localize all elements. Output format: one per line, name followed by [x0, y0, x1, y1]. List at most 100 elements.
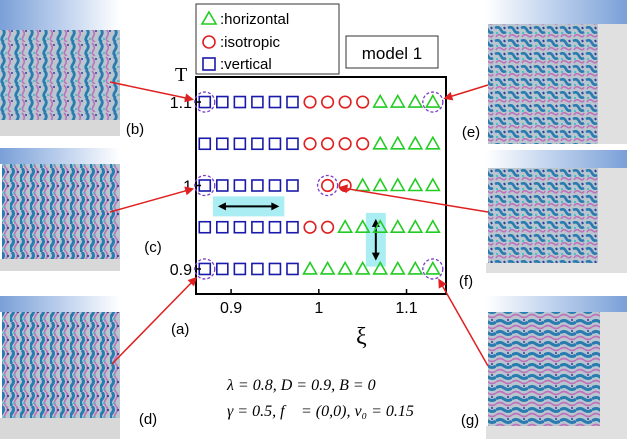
vertical-point: [233, 95, 247, 109]
vertical-point: [233, 262, 247, 276]
connector-arrowhead: [438, 278, 447, 289]
isotropic-point: [338, 95, 352, 109]
horizontal-point: [389, 177, 406, 192]
highlight-ring: [194, 91, 216, 113]
horizontal-point: [407, 177, 424, 192]
horizontal-point: [389, 135, 406, 150]
horizontal-point: [372, 135, 389, 150]
connector-line: [344, 187, 489, 213]
vertical-point: [286, 137, 299, 151]
horizontal-point: [407, 260, 424, 275]
x-axis-label: ξ: [356, 324, 367, 350]
vertical-point: [216, 179, 229, 192]
arrowhead-down: [371, 252, 380, 261]
horizontal-point: [424, 135, 441, 150]
vertical-point: [233, 220, 247, 234]
horizontal-point: [354, 219, 371, 234]
snapshot-c: [0, 148, 120, 271]
vertical-point: [286, 262, 299, 276]
horizontal-point: [372, 260, 389, 275]
chart-marks: [198, 93, 441, 276]
legend-marker-horizontal: [200, 10, 218, 25]
horizontal-point: [407, 219, 424, 234]
horizontal-point: [424, 93, 441, 108]
snapshot-b: [0, 0, 120, 136]
panel-label-a: (a): [171, 321, 189, 338]
legend-marker-isotropic: [202, 35, 216, 49]
arrowhead-right: [271, 202, 280, 211]
model-label-box: [345, 35, 439, 69]
legend-marker-vertical: [202, 57, 216, 71]
isotropic-point: [320, 95, 335, 109]
isotropic-point: [320, 178, 335, 193]
horizontal-point: [354, 260, 371, 275]
vertical-point: [216, 220, 229, 234]
highlight-ring: [316, 174, 339, 197]
vertical-point: [268, 220, 282, 234]
horizontal-point: [372, 219, 389, 234]
vertical-point: [268, 95, 282, 109]
isotropic-point: [303, 137, 317, 151]
horizontal-point: [407, 135, 424, 150]
snapshot-g: [486, 296, 627, 439]
vertical-point: [216, 95, 229, 109]
x-tick-label: 1: [314, 300, 323, 317]
horizontal-point: [389, 219, 406, 234]
horizontal-point: [372, 177, 389, 192]
y-tick-label: 1: [183, 179, 192, 196]
highlight-ring: [194, 258, 216, 280]
horizontal-point: [389, 260, 406, 275]
connector-arrowhead: [184, 93, 195, 103]
horizontal-point: [424, 177, 441, 192]
connector-arrowhead: [187, 276, 198, 287]
highlight-ring: [422, 258, 444, 280]
parameter-line-1: λ = 0.8, D = 0.9, B = 0: [226, 377, 376, 394]
horizontal-point: [337, 260, 353, 275]
legend-label-horizontal: :horizontal: [220, 11, 289, 28]
isotropic-point: [303, 220, 317, 234]
horizontal-point: [319, 260, 336, 275]
horizontal-point: [424, 219, 441, 234]
vertical-point: [286, 179, 299, 192]
connector-arrowhead: [184, 186, 195, 196]
highlight-ring: [194, 174, 216, 197]
snapshot-label-b: (b): [126, 121, 144, 138]
vertical-point: [251, 137, 264, 151]
arrowhead-left: [217, 202, 226, 211]
vertical-point: [251, 95, 264, 109]
isotropic-point: [320, 137, 335, 151]
horizontal-point: [302, 260, 318, 275]
vertical-point: [233, 179, 247, 192]
snapshot-label-e: (e): [462, 124, 480, 141]
vertical-point: [233, 137, 247, 151]
snapshot-label-f: (f): [459, 273, 473, 290]
snapshot-label-d: (d): [139, 411, 157, 428]
horizontal-point: [424, 260, 441, 275]
snapshot-d: [0, 296, 120, 439]
connector-line: [448, 84, 489, 98]
horizontal-point: [389, 93, 406, 108]
connector-line: [109, 189, 189, 213]
vertical-point: [286, 220, 299, 234]
horizontal-point: [337, 219, 353, 234]
vertical-point: [268, 137, 282, 151]
vertical-point: [268, 262, 282, 276]
vertical-point: [251, 179, 264, 192]
horizontal-point: [407, 93, 424, 108]
connector-line: [111, 280, 194, 365]
connector-arrows: [109, 81, 489, 367]
connector-line: [109, 81, 189, 100]
x-tick-label: 1.1: [395, 300, 417, 317]
snapshot-e: [486, 0, 627, 144]
x-tick-label: 0.9: [220, 300, 242, 317]
legend-label-isotropic: :isotropic: [220, 34, 281, 51]
legend-label-vertical: :vertical: [220, 56, 272, 73]
connector-arrowhead: [443, 91, 454, 101]
horizontal-point: [354, 177, 371, 192]
vertical-point: [198, 220, 212, 234]
isotropic-point: [320, 220, 335, 234]
vertical-point: [268, 179, 282, 192]
legend: :horizontal :isotropic :vertical: [195, 3, 340, 75]
